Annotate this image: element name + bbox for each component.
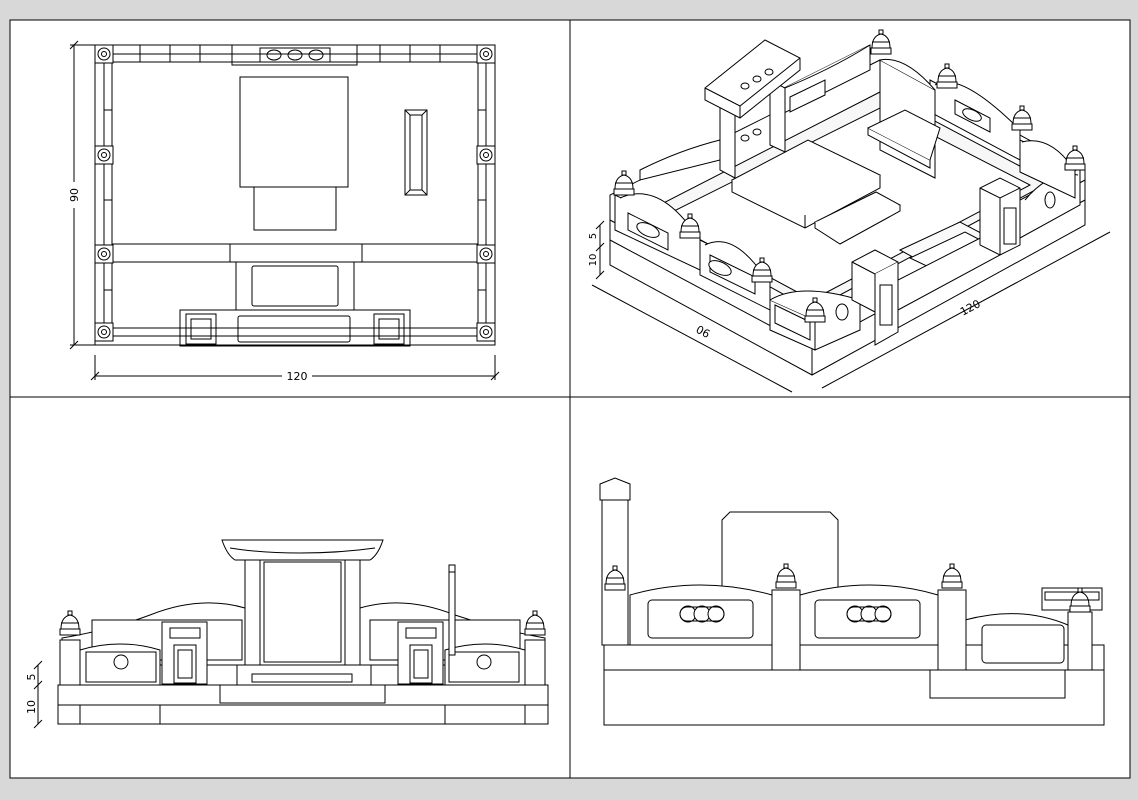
- iso-step-label: 5: [588, 233, 599, 239]
- front-base-label: 10: [25, 700, 38, 714]
- side-elevation: [599, 477, 1105, 726]
- iso-base-label: 10: [588, 254, 599, 267]
- plan-width-label: 120: [287, 370, 308, 383]
- plan-view: [69, 40, 500, 381]
- iso-depth-label: 90: [694, 322, 712, 340]
- front-elevation: [33, 539, 549, 729]
- isometric-view: [591, 29, 1111, 393]
- plan-depth-label: 90: [68, 188, 81, 202]
- front-step-label: 5: [25, 674, 38, 681]
